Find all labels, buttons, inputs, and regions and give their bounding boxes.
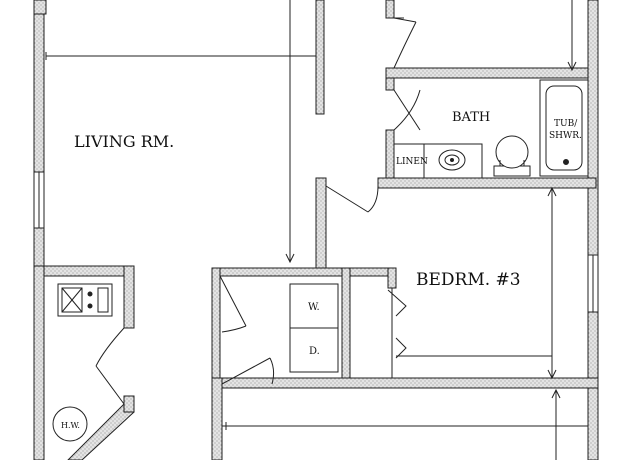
tub-drain bbox=[563, 159, 569, 165]
doors bbox=[95, 17, 421, 405]
wall-center-partition bbox=[315, 0, 325, 115]
tub-label-line1: TUB/ bbox=[554, 119, 578, 129]
washer-label: W. bbox=[308, 302, 320, 313]
wall-laundry-divider bbox=[341, 267, 351, 383]
wall-bath-top bbox=[385, 67, 597, 79]
linen-label: LINEN bbox=[396, 157, 428, 167]
wall-laundry-left bbox=[211, 267, 221, 383]
wall-living-bedroom bbox=[315, 177, 327, 277]
fixtures bbox=[52, 79, 589, 442]
wall-bath-bottom bbox=[377, 177, 597, 189]
tub-inner bbox=[545, 85, 583, 171]
water-heater bbox=[52, 406, 88, 442]
wall-left-exterior-upper bbox=[33, 0, 45, 173]
door-water-heater bbox=[95, 327, 125, 405]
door-bath bbox=[393, 89, 421, 131]
dimension-lines bbox=[45, 0, 588, 460]
walls bbox=[33, 0, 599, 460]
wall-wh-top bbox=[39, 265, 135, 277]
wall-bath-top-left bbox=[385, 0, 395, 19]
wall-closet-top bbox=[211, 267, 397, 277]
room-label-living: LIVING RM. bbox=[74, 132, 174, 151]
door-laundry-lower bbox=[221, 357, 275, 385]
wall-wh-right bbox=[123, 265, 135, 329]
wall-left-exterior-lower bbox=[33, 227, 45, 269]
wall-lower-left bbox=[211, 377, 223, 460]
wall-wh-lower-right bbox=[123, 395, 135, 413]
dryer bbox=[289, 327, 339, 373]
wall-top-left-stub bbox=[33, 0, 47, 15]
wall-bath-left-lower bbox=[385, 129, 395, 181]
tub-label-line2: SHWR. bbox=[549, 131, 582, 141]
door-hall-top bbox=[393, 17, 417, 69]
windows bbox=[33, 171, 599, 313]
wall-lower-horizontal bbox=[211, 377, 599, 389]
wall-wh-left bbox=[33, 265, 45, 460]
room-label-bedroom-3: BEDRM. #3 bbox=[416, 270, 521, 290]
door-bedroom bbox=[325, 185, 379, 213]
washer bbox=[289, 283, 339, 329]
water-heater-label: H.W. bbox=[61, 421, 80, 430]
room-label-bath: BATH bbox=[452, 110, 490, 125]
linen-cabinet bbox=[393, 143, 425, 179]
door-laundry-upper bbox=[219, 275, 247, 333]
door-bedroom-closet-upper bbox=[387, 289, 407, 317]
toilet-bowl bbox=[495, 135, 529, 169]
wall-right-exterior-upper bbox=[587, 0, 599, 256]
wall-bedroom-closet bbox=[387, 267, 397, 289]
door-bedroom-closet-lower bbox=[395, 337, 407, 359]
dryer-label: D. bbox=[309, 346, 320, 357]
